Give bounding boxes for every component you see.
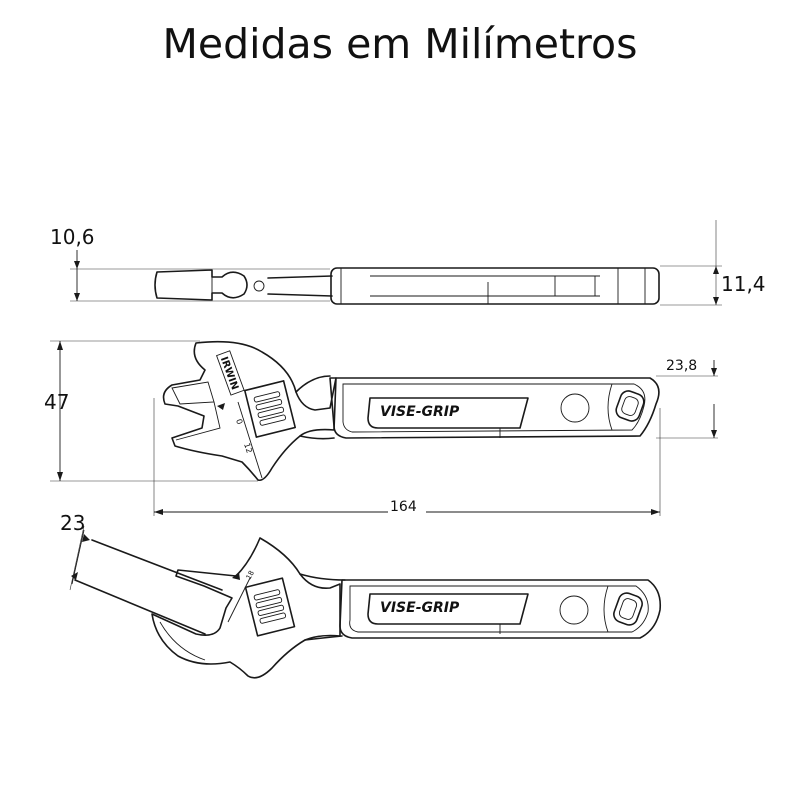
dimension-label-length: 164 [390, 499, 417, 515]
scale-number-top-0: 0 [234, 418, 244, 426]
brand-logo-top: IRWIN [218, 355, 240, 391]
wrench-side-view: IRWIN 0 12 [50, 340, 718, 516]
page-title: Medidas em Milímetros [162, 20, 638, 68]
dimension-label-height: 47 [44, 390, 69, 414]
dimension-label-thickness: 10,6 [50, 225, 95, 249]
scale-number-top-12: 12 [242, 442, 254, 454]
wrench-top-view [70, 220, 722, 306]
brand-label-side-view: VISE-GRIP [380, 404, 460, 420]
dimension-label-handle-thickness: 11,4 [721, 272, 766, 296]
brand-label-open-view: VISE-GRIP [380, 600, 460, 616]
scale-number-open-18: 18 [245, 569, 256, 581]
dimension-label-handle-width: 23,8 [666, 358, 697, 374]
wrench-open-view: 18 [69, 525, 662, 679]
dimension-label-jaw-opening: 23 [60, 511, 85, 535]
